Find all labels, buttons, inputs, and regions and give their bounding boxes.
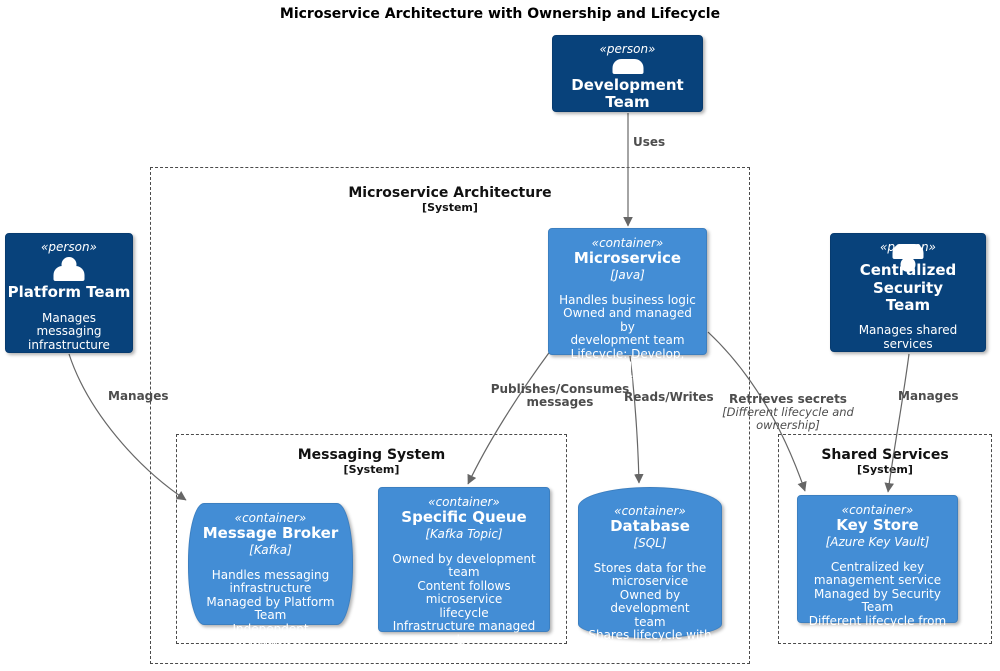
boundary-type: [System] xyxy=(343,463,400,476)
node-name: Platform Team xyxy=(7,283,131,302)
stereotype-label: «container» xyxy=(614,504,686,518)
node-description: Manages shared services xyxy=(858,323,958,351)
person-icon xyxy=(890,244,926,273)
boundary-name: Microservice Architecture xyxy=(348,185,552,201)
node-platform-team: «person» Platform Team Manages messaging… xyxy=(5,233,133,353)
node-key-store: «container» Key Store [Azure Key Vault] … xyxy=(797,495,958,641)
node-message-broker: «container» Message Broker [Kafka] Handl… xyxy=(188,503,353,649)
node-description: Centralized key management service Manag… xyxy=(808,560,947,642)
stereotype-label: «container» xyxy=(591,236,664,250)
node-name: Database xyxy=(610,517,690,536)
boundary-name: Messaging System xyxy=(297,447,446,463)
diagram-title: Microservice Architecture with Ownership… xyxy=(279,6,721,22)
boundary-type: [System] xyxy=(857,463,913,476)
node-name: Development Team xyxy=(571,75,684,111)
boundary-name: Shared Services xyxy=(821,447,949,463)
node-name: Specific Queue xyxy=(401,508,527,527)
rel-label-publishes-consumes: Publishes/Consumes messages xyxy=(490,382,630,410)
stereotype-label: «person» xyxy=(41,240,97,254)
node-technology: [SQL] xyxy=(633,535,667,550)
boundary-type: [System] xyxy=(422,201,478,214)
rel-label-manages-broker: Manages xyxy=(108,389,169,403)
node-name: Microservice xyxy=(573,249,682,268)
stereotype-label: «container» xyxy=(841,503,914,517)
node-description: Stores data for the microservice Owned b… xyxy=(588,561,712,656)
rel-label-reads-writes: Reads/Writes xyxy=(624,390,714,404)
node-technology: [Kafka] xyxy=(249,542,292,557)
node-technology: [Java] xyxy=(610,267,645,282)
stereotype-label: «person» xyxy=(599,42,656,56)
node-description: Owned by development team Content follow… xyxy=(392,552,536,661)
node-development-team: «person» Development Team xyxy=(552,35,703,112)
node-name: Key Store xyxy=(836,516,919,535)
rel-label-manages-keystore: Manages xyxy=(898,389,959,403)
node-specific-queue: «container» Specific Queue [Kafka Topic]… xyxy=(378,487,550,660)
node-centralized-security-team: «person» Centralized Security Team Manag… xyxy=(830,233,986,352)
rel-label-uses: Uses xyxy=(633,135,666,149)
node-name: Message Broker xyxy=(202,524,339,543)
person-icon xyxy=(51,257,87,282)
rel-label-note: [Different lifecycle and ownership] xyxy=(722,405,854,433)
node-microservice: «container» Microservice [Java] Handles … xyxy=(548,228,707,387)
node-description: Handles business logic Owned and managed… xyxy=(559,293,696,388)
stereotype-label: «container» xyxy=(428,495,500,509)
rel-label-text: Retrieves secrets xyxy=(729,392,847,407)
node-database: «container» Database [SQL] Stores data f… xyxy=(578,487,722,655)
rel-label-retrieves-secrets: Retrieves secrets [Different lifecycle a… xyxy=(722,380,854,445)
node-description: Handles messaging infrastructure Managed… xyxy=(206,568,335,650)
boundary-messaging-system: Messaging System [System] xyxy=(176,434,567,644)
person-icon xyxy=(610,58,646,75)
stereotype-label: «container» xyxy=(234,511,307,525)
node-technology: [Kafka Topic] xyxy=(425,526,503,541)
node-description: Manages messaging infrastructure xyxy=(28,310,110,352)
node-technology: [Azure Key Vault] xyxy=(825,534,930,549)
